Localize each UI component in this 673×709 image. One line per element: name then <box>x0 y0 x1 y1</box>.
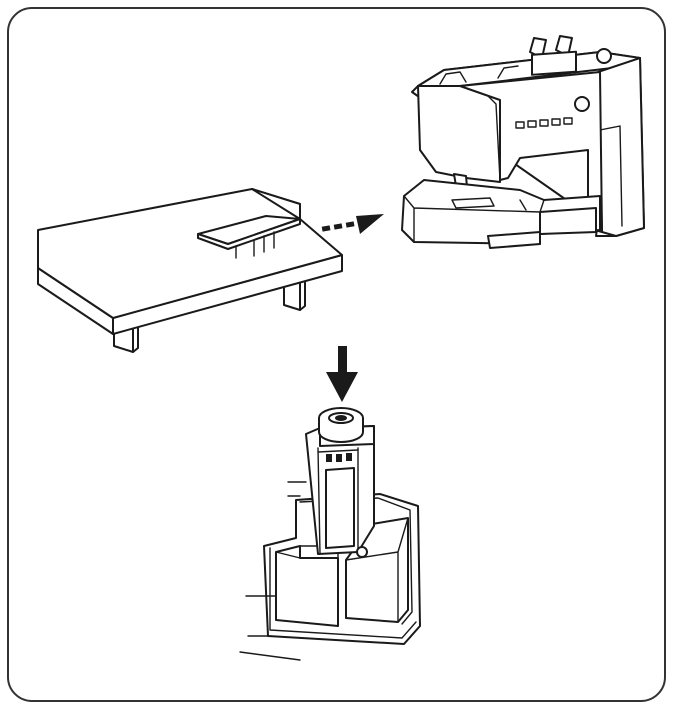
sewing-machine <box>401 35 645 249</box>
panel-insert-table-leg <box>239 346 421 661</box>
arrow-down-icon <box>326 346 358 402</box>
panel-attach-extension-table <box>37 35 645 353</box>
table-leg-socket <box>239 407 421 661</box>
extension-table <box>37 188 343 353</box>
dashed-arrow-right-icon <box>321 214 384 234</box>
